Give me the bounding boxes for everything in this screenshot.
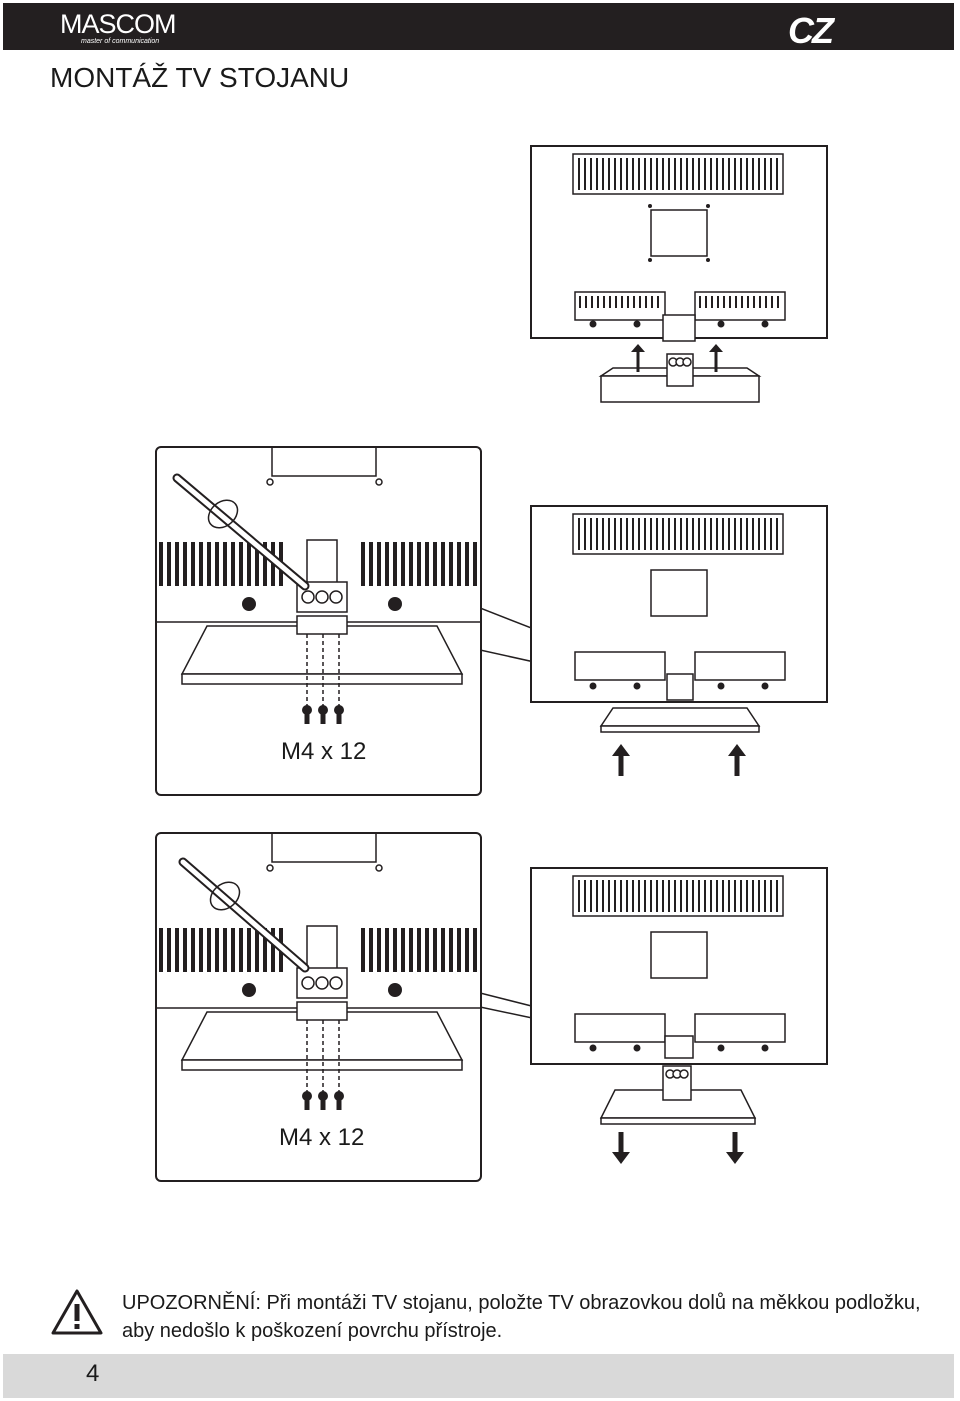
page-title: MONTÁŽ TV STOJANU [50, 62, 350, 93]
screwdriver-closeup-illustration [157, 834, 480, 1110]
screw-size-label: M4 x 12 [279, 1124, 365, 1151]
tv-back-detach-figure [530, 867, 828, 1164]
tv-back-attach-figure [530, 505, 828, 776]
logo-tagline: master of communication [81, 38, 160, 45]
screw-size-label: M4 x 12 [281, 738, 367, 765]
logo-text: MASCOM [60, 9, 176, 39]
warning-triangle-icon [51, 1289, 103, 1335]
language-code: CZ [788, 10, 834, 51]
mascom-logo: MASCOM master of communication [60, 9, 176, 46]
warning-body: Při montáži TV stojanu, položte TV obraz… [122, 1292, 921, 1342]
closeup-panel-step-1: M4 x 12 [155, 446, 482, 796]
warning-label: UPOZORNĚNÍ: [122, 1292, 261, 1314]
footer-band [3, 1354, 954, 1398]
page-number: 4 [86, 1360, 100, 1387]
closeup-panel-step-2: M4 x 12 [155, 832, 482, 1182]
warning-message: UPOZORNĚNÍ: Při montáži TV stojanu, polo… [122, 1289, 922, 1345]
screwdriver-closeup-illustration [157, 448, 480, 724]
header-bar: MASCOM master of communication CZ [3, 3, 954, 51]
tv-back-stand-attach-figure [530, 145, 828, 403]
